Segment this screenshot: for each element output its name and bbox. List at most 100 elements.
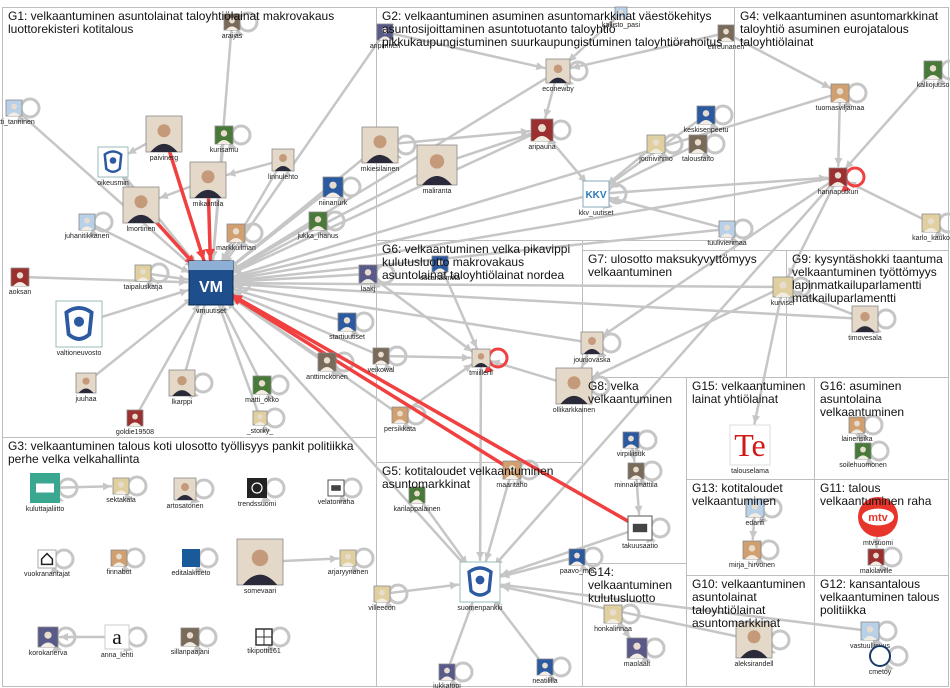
node-aripauna[interactable]: aripauna (528, 118, 556, 151)
node-timovesala[interactable]: timovesala (848, 305, 882, 342)
node-linnulehto[interactable]: linnulehto (268, 148, 298, 181)
node-trendssuomi[interactable]: trendssuomi (238, 478, 277, 508)
node-karilappalainen[interactable]: karilappalainen (393, 486, 441, 513)
node-laakso[interactable]: laakj (358, 264, 378, 293)
node-tikipotti161[interactable]: tikipotti161 (247, 628, 281, 655)
node-hannaputkuri[interactable]: hannaputkuri (818, 167, 859, 196)
node-suomenpankki[interactable]: suomenpankki (457, 561, 503, 612)
avatar-head-icon (618, 9, 624, 15)
node-korokanerva[interactable]: korokanerva (29, 626, 68, 657)
node-mikalintila[interactable]: mikalintila (189, 161, 227, 208)
node-maolaalt[interactable]: maolaalt (624, 637, 651, 668)
node-elireunanen[interactable]: elireunanen (708, 24, 745, 51)
node-ollikarkkainen[interactable]: ollikarkkainen (553, 367, 596, 414)
node-lmortinen[interactable]: lmortinen (122, 186, 160, 233)
node-matti-okko[interactable]: matti_okko (245, 375, 279, 404)
node-somevaari[interactable]: somevaari (236, 538, 284, 595)
node--storky-[interactable]: _storky_ (246, 410, 274, 435)
node-niinanurk[interactable]: niinanurk (319, 176, 348, 207)
node-arjaryynanen[interactable]: arjaryynanen (328, 549, 369, 576)
node-valtioneuvosto[interactable]: valtioneuvosto (55, 300, 103, 357)
node-label: karilappalainen (393, 506, 440, 513)
node-vastuullisuus[interactable]: vastuullisuus (850, 621, 891, 650)
avatar-body-icon (40, 642, 56, 647)
node-sillanpaajani[interactable]: sillanpaajani (171, 627, 210, 656)
node-tytti-tanninen[interactable]: tytti_tanninen (0, 99, 35, 126)
node-kallisto-pasi[interactable]: kallisto_pasi (602, 6, 641, 29)
node-honkalinnaa[interactable]: honkalinnaa (594, 604, 632, 633)
self-loop-arrowhead (89, 229, 99, 237)
node-goldie19508[interactable]: goldie19508 (116, 409, 154, 436)
edge (233, 281, 775, 289)
node-jukka-ihanus[interactable]: jukka_ihanus (297, 211, 339, 240)
node-virpiliisuk[interactable]: virpiliisuk (617, 431, 646, 458)
node-persikkata[interactable]: persikkata (384, 406, 416, 433)
node-paavo-miettinen[interactable]: paavo_mie (560, 548, 594, 575)
node-aripiiriner[interactable]: aripiirinen (370, 23, 400, 50)
node-karlo-kauko[interactable]: karlo_kauko (912, 213, 950, 242)
node-anttimckonen[interactable]: anttimckonen (306, 352, 348, 381)
node-markkuilmari[interactable]: markkuilmari (216, 223, 256, 252)
node-label: honkalinnaa (594, 626, 632, 633)
node-label: lkarppi (172, 399, 193, 406)
node-taipaluskatja[interactable]: taipaluskatja (124, 264, 163, 291)
node-sektakala[interactable]: sektakala (106, 477, 136, 504)
node-takuusaatio[interactable]: takuusaatio (622, 515, 658, 550)
node-kurisamu[interactable]: kurisamu (210, 125, 239, 154)
vm-logo-banner (189, 261, 233, 270)
node-juuhaa[interactable]: juuhaa (74, 372, 97, 403)
node-kalliojuuso[interactable]: kalliojuuso (917, 60, 950, 89)
node-jouniovaska[interactable]: jouniovaska (573, 331, 611, 364)
node-tuulivierimaa[interactable]: tuulivierimaa (707, 220, 747, 247)
node-keskisenpeetu[interactable]: keskisenpeetu (684, 105, 729, 134)
edge (220, 303, 260, 379)
cmetoy-logo-icon (869, 645, 891, 667)
node-tmiillerfi[interactable]: tmiillerfi (469, 348, 493, 377)
node-jukkatopi[interactable]: jukkatopi (432, 663, 461, 688)
node-veikowal[interactable]: veikowal (368, 347, 395, 374)
node-mkiesilainen[interactable]: mkiesilainen (361, 126, 400, 173)
node-maaritaho[interactable]: maaritaho (496, 460, 528, 489)
node-lainerisika[interactable]: lainerisika (841, 416, 873, 443)
node-label: kalliojuuso (917, 82, 950, 89)
node-villeecon[interactable]: villeecon (368, 585, 396, 612)
node-juhanitikkanen[interactable]: juhanitikkanen (64, 213, 110, 240)
node-editalakitieto[interactable]: editalakitieto (172, 549, 211, 577)
node-paivinerg[interactable]: paivinerg (145, 115, 183, 162)
node-kurviser[interactable]: kurviser (771, 276, 796, 307)
node-neatililla[interactable]: neatililla (532, 658, 558, 685)
node-lkarppi[interactable]: lkarppi (168, 369, 196, 406)
node-tuomasviljamaa[interactable]: tuomasviljamaa (816, 83, 865, 112)
self-loop-edge (197, 547, 219, 569)
node-label: econewby (542, 86, 574, 93)
node-maliranta[interactable]: maliranta (416, 144, 458, 195)
node-artosatonen[interactable]: artosatonen (167, 477, 204, 510)
avatar-body-icon (721, 233, 733, 237)
node-velatonraha[interactable]: velatonraha (318, 479, 355, 506)
node-jounivihmo[interactable]: jounivihmo (638, 134, 673, 163)
node-soilehuomonen[interactable]: soilehuomonen (839, 442, 887, 469)
node-taloustaito[interactable]: taloustaito (682, 134, 714, 163)
node-aoksanen[interactable]: aoksan (9, 267, 32, 296)
node-araijas[interactable]: araijas (222, 13, 243, 40)
avatar-head-icon (201, 170, 215, 184)
node-minnakmattila[interactable]: minnakmattila (614, 462, 658, 489)
self-loop-edge (264, 477, 286, 499)
node-cmetoy[interactable]: cmetoy (869, 645, 892, 676)
node-oikeusmin[interactable]: oikeusmin (97, 146, 129, 187)
node-kuluttajaliitto[interactable]: kuluttajaliitto (26, 473, 65, 513)
node-edarifi[interactable]: edarifi (745, 498, 765, 527)
node-makilaville[interactable]: makilaville (860, 548, 892, 575)
node-mirja-hirvonen[interactable]: mirja_hirvonen (729, 540, 775, 569)
node-econewby[interactable]: econewby (542, 58, 574, 93)
node-starttiuutiset[interactable]: startiuutiset (329, 312, 365, 341)
node-finnabot[interactable]: finnabot (107, 549, 132, 576)
node-oscarlaiimilla[interactable]: oscarlaiimilla (420, 255, 460, 282)
node-aleksirandell[interactable]: aleksirandell (735, 621, 774, 668)
node-vuokranantajat[interactable]: vuokranantajat (24, 549, 70, 578)
